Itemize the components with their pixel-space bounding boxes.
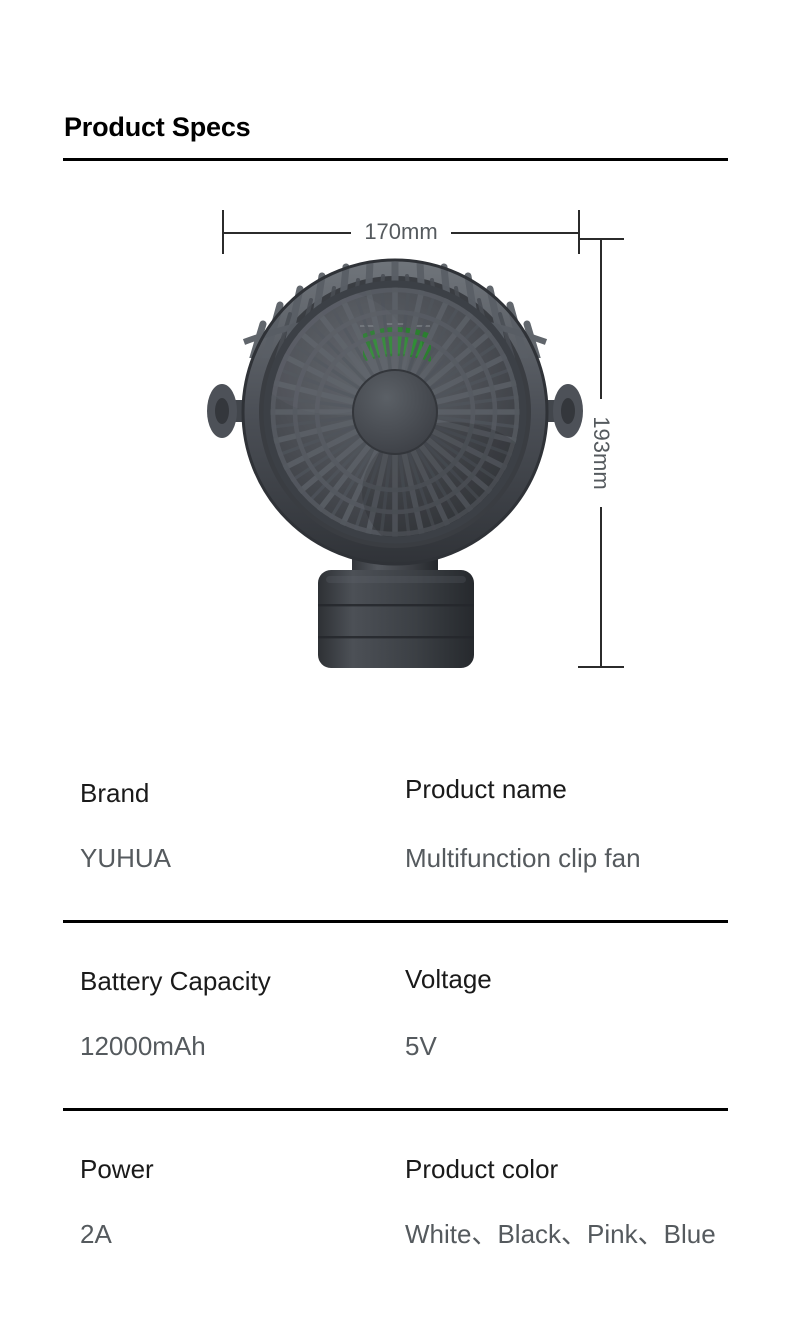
spec-value: 12000mAh — [80, 1031, 206, 1061]
spec-value: White、Black、Pink、Blue — [405, 1219, 716, 1249]
spec-label: Brand — [80, 778, 150, 808]
spec-value: 5V — [405, 1031, 437, 1061]
spec-cell-product-name: Product name Multifunction clip fan — [405, 776, 641, 873]
height-dimension-line-top — [600, 239, 602, 399]
table-row: Battery Capacity 12000mAh Voltage 5V — [0, 964, 790, 1156]
spec-value: 2A — [80, 1219, 112, 1249]
table-row: Power 2A Product color White、Black、Pink、… — [0, 1156, 790, 1344]
spec-cell-voltage: Voltage 5V — [405, 964, 492, 1061]
row-divider — [63, 1108, 728, 1111]
width-dimension-line-left — [223, 232, 351, 234]
spec-label: Product name — [405, 774, 567, 804]
spec-value: Multifunction clip fan — [405, 843, 641, 873]
fan-base — [318, 570, 474, 668]
width-dimension-label: 170mm — [359, 221, 443, 243]
title-divider — [63, 158, 728, 161]
spec-cell-brand: Brand YUHUA — [80, 780, 171, 871]
height-dimension-line-bottom — [600, 507, 602, 667]
spec-label: Battery Capacity — [80, 966, 271, 996]
height-dimension: 193mm — [578, 238, 624, 668]
spec-label: Product color — [405, 1154, 559, 1184]
spec-cell-battery-capacity: Battery Capacity 12000mAh — [80, 968, 271, 1059]
spec-label: Voltage — [405, 964, 492, 994]
height-dimension-bottom-cap — [578, 666, 624, 668]
width-dimension-line-right — [451, 232, 579, 234]
spec-value: YUHUA — [80, 843, 172, 873]
table-row: Brand YUHUA Product name Multifunction c… — [0, 776, 790, 968]
clip-fan-illustration — [207, 258, 583, 668]
fan-hub — [353, 370, 437, 454]
row-divider — [63, 920, 728, 923]
spec-table: Brand YUHUA Product name Multifunction c… — [0, 776, 790, 1344]
product-figure: 170mm 193mm — [0, 190, 790, 710]
spec-label: Power — [80, 1154, 154, 1184]
spec-cell-power: Power 2A — [80, 1156, 154, 1247]
page-title: Product Specs — [64, 112, 251, 142]
height-dimension-label: 193mm — [589, 410, 614, 496]
width-dimension-right-cap — [578, 210, 580, 254]
width-dimension: 170mm — [222, 210, 580, 254]
spec-cell-product-color: Product color White、Black、Pink、Blue — [405, 1156, 716, 1247]
